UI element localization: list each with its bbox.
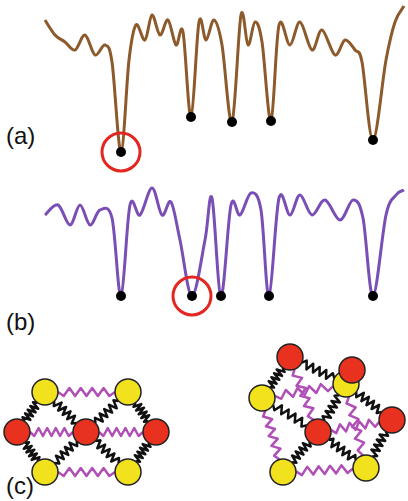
spring: [323, 395, 340, 421]
minimum-dot: [227, 117, 237, 127]
spring: [263, 411, 280, 460]
spring: [269, 368, 285, 388]
minimum-dot: [368, 291, 378, 301]
particle: [249, 385, 275, 411]
particle: [277, 344, 303, 370]
spring: [58, 468, 115, 476]
particle: [115, 459, 141, 485]
spring: [54, 401, 77, 424]
energy-landscape-a: [45, 6, 404, 152]
spring: [24, 442, 40, 461]
minimum-dot: [266, 116, 276, 126]
panel-label: (c): [6, 474, 34, 498]
spring: [23, 402, 39, 421]
particle: [143, 419, 169, 445]
spring: [273, 405, 307, 427]
particle: [353, 455, 379, 481]
spring: [302, 361, 335, 379]
spring: [54, 441, 77, 464]
spring: [356, 392, 382, 413]
particle: [379, 407, 405, 433]
spring: [95, 440, 119, 463]
minimum-dot: [186, 112, 196, 122]
spring: [30, 428, 73, 436]
particle: [73, 419, 99, 445]
minimum-dot: [264, 291, 274, 301]
selected-minimum: [102, 133, 140, 171]
minimum-dot: [116, 147, 126, 157]
spring: [371, 431, 388, 456]
minimum-dot: [187, 291, 197, 301]
particle: [32, 459, 58, 485]
spring: [328, 439, 355, 461]
panel-label: (b): [6, 310, 35, 334]
spring: [99, 428, 143, 436]
particle: [115, 379, 141, 405]
spring: [347, 397, 365, 456]
spring: [296, 465, 353, 475]
minimum-dot: [116, 291, 126, 301]
minimum-dot: [368, 135, 378, 145]
spring: [293, 369, 314, 420]
spring: [95, 400, 119, 423]
particle: [305, 419, 331, 445]
energy-landscape-b: [45, 188, 404, 296]
particle: [32, 379, 58, 405]
spring: [135, 443, 151, 462]
particle: [4, 419, 30, 445]
spring: [58, 388, 115, 396]
particle: [270, 459, 296, 485]
selected-minimum: [173, 277, 211, 315]
spring: [292, 442, 311, 463]
particle: [339, 357, 365, 383]
minimum-dot: [216, 291, 226, 301]
panel-label: (a): [6, 124, 35, 148]
spring: [134, 403, 150, 422]
